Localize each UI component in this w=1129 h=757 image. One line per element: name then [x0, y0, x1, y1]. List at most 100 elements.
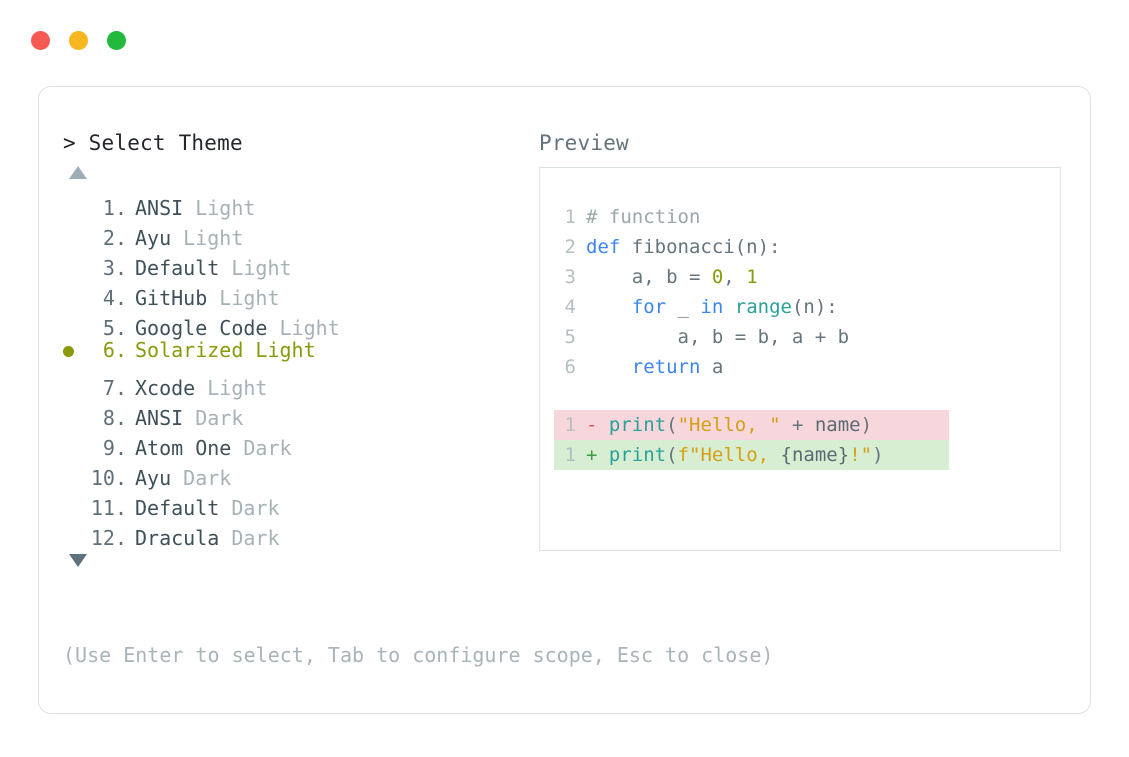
list-item-variant: Light [195, 376, 268, 400]
list-item-label: Ayu [135, 466, 172, 490]
maximize-dot[interactable] [107, 31, 126, 50]
list-item[interactable]: 10.Ayu Dark [63, 455, 543, 490]
code-keyword: in [700, 296, 724, 318]
code-text: ) [872, 444, 884, 466]
diff-added-line: 1 + print(f"Hello, {name}!") [554, 440, 949, 470]
triangle-down-icon[interactable] [69, 554, 87, 567]
code-text: { [780, 444, 792, 466]
code-line: 5 a, b = b, a + b [554, 322, 1060, 352]
list-item-label: Xcode [135, 376, 196, 400]
list-item-label: Ayu [135, 226, 172, 250]
list-item-label: ANSI [135, 406, 184, 430]
list-item[interactable]: 6.Solarized Light [63, 335, 543, 365]
code-text: a, b = [586, 266, 712, 288]
list-item[interactable]: 12.Dracula Dark [63, 515, 543, 550]
list-item-label: Default [135, 496, 220, 520]
code-line: 1 # function [554, 202, 1060, 232]
selected-bullet-icon [63, 346, 74, 357]
selection-bullet-slot [63, 425, 89, 455]
list-item[interactable]: 4.GitHub Light [63, 275, 543, 310]
list-item-variant: Light [243, 338, 316, 362]
selection-bullet-slot [63, 245, 89, 275]
list-item-label: Default [135, 256, 220, 280]
code-keyword: return [631, 356, 701, 378]
list-item-variant: Light [219, 256, 292, 280]
diff-plus-sign: + [586, 444, 598, 466]
code-text: } [837, 444, 850, 466]
code-text: ) [860, 414, 873, 436]
code-number: 1 [746, 266, 758, 288]
list-item-index: 9. [102, 436, 127, 460]
list-item-label: Atom One [135, 436, 232, 460]
code-text: (n): [791, 296, 838, 318]
close-dot[interactable] [31, 31, 50, 50]
code-string: f"Hello, [677, 444, 781, 466]
selection-bullet-slot [63, 305, 89, 335]
code-text: (n): [734, 236, 781, 258]
diff-sample: 1- print("Hello, " + name)1+ print(f"Hel… [554, 410, 1060, 470]
list-item[interactable]: 3. Default Light [63, 245, 543, 280]
code-text [723, 296, 734, 318]
code-builtin: range [734, 296, 792, 318]
list-item-index: 3. [102, 256, 127, 280]
list-item-label: ANSI [135, 196, 184, 220]
list-item-variant: Light [171, 226, 244, 250]
code-string: !" [849, 444, 873, 466]
list-item[interactable]: 2.Ayu Light [63, 215, 543, 250]
code-identifier: name [791, 444, 838, 466]
code-function-name: print [608, 444, 667, 466]
selection-bullet-slot [63, 365, 89, 395]
code-line: 4 for _ in range(n): [554, 292, 1060, 322]
code-line: 6 return a [554, 352, 1060, 382]
code-indent [586, 296, 632, 318]
selection-bullet-slot [63, 395, 89, 425]
code-text: a [700, 356, 724, 378]
line-number: 1 [564, 206, 576, 228]
code-line: 3 a, b = 0, 1 [554, 262, 1060, 292]
list-item-index: 4. [102, 286, 127, 310]
line-number: 1 [564, 414, 576, 436]
code-comment: # function [586, 206, 701, 228]
minimize-dot[interactable] [69, 31, 88, 50]
list-item[interactable]: 8.ANSI Dark [63, 395, 543, 430]
selection-bullet-slot [63, 215, 89, 245]
keyboard-hint: (Use Enter to select, Tab to configure s… [63, 643, 774, 667]
code-identifier: name [814, 414, 861, 436]
code-function-name: print [608, 414, 667, 436]
code-number: 0 [711, 266, 724, 288]
list-item-index: 1. [102, 196, 127, 220]
list-item-label: Google Code [135, 316, 268, 340]
list-item-index: 10. [90, 466, 127, 490]
selection-bullet-slot [63, 185, 89, 215]
triangle-up-icon[interactable] [69, 166, 87, 179]
list-item[interactable]: 11.Default Dark [63, 485, 543, 520]
list-item-variant: Light [207, 286, 280, 310]
list-item-variant: Light [267, 316, 340, 340]
selection-bullet-slot [63, 275, 89, 305]
list-item-index: 7. [102, 376, 127, 400]
code-text: ( [666, 444, 678, 466]
list-item[interactable]: 5.Google Code Light [63, 305, 543, 340]
list-item-label: Solarized [135, 338, 244, 362]
line-number: 3 [564, 266, 576, 288]
code-text: , [723, 266, 747, 288]
code-function-name: fibonacci [620, 236, 735, 258]
diff-minus-sign: - [586, 414, 598, 436]
selection-bullet-slot [63, 455, 89, 485]
list-item[interactable]: 7. Xcode Light [63, 365, 543, 400]
list-item[interactable]: 1.ANSI Light [63, 185, 543, 220]
window-controls [31, 31, 126, 50]
line-number: 1 [564, 444, 576, 466]
preview-label: Preview [539, 131, 629, 155]
line-number: 5 [564, 326, 576, 348]
list-item-variant: Dark [219, 526, 280, 550]
page-title: > Select Theme [63, 131, 243, 155]
code-text: _ [666, 296, 701, 318]
list-item[interactable]: 9.Atom One Dark [63, 425, 543, 460]
